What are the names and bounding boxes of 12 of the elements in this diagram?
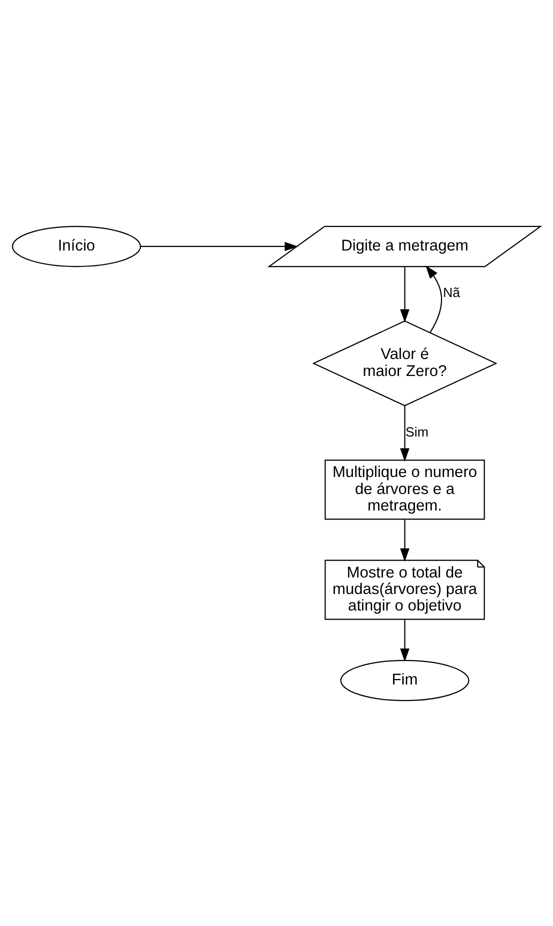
node-box: Multiplique o numero de árvores e a metragem. — [324, 459, 485, 520]
node-diamond: Valor é maior Zero? — [312, 320, 498, 406]
edge-label: Sim — [406, 424, 429, 439]
arrow — [426, 264, 442, 332]
node-ellipse: Fim — [340, 659, 470, 701]
arrow — [400, 618, 410, 662]
arrow — [140, 241, 298, 251]
arrow — [400, 519, 410, 562]
arrow — [400, 405, 410, 462]
arrow — [400, 266, 410, 322]
edge-label: Nã — [442, 284, 460, 300]
node-ellipse: Início — [12, 225, 142, 267]
